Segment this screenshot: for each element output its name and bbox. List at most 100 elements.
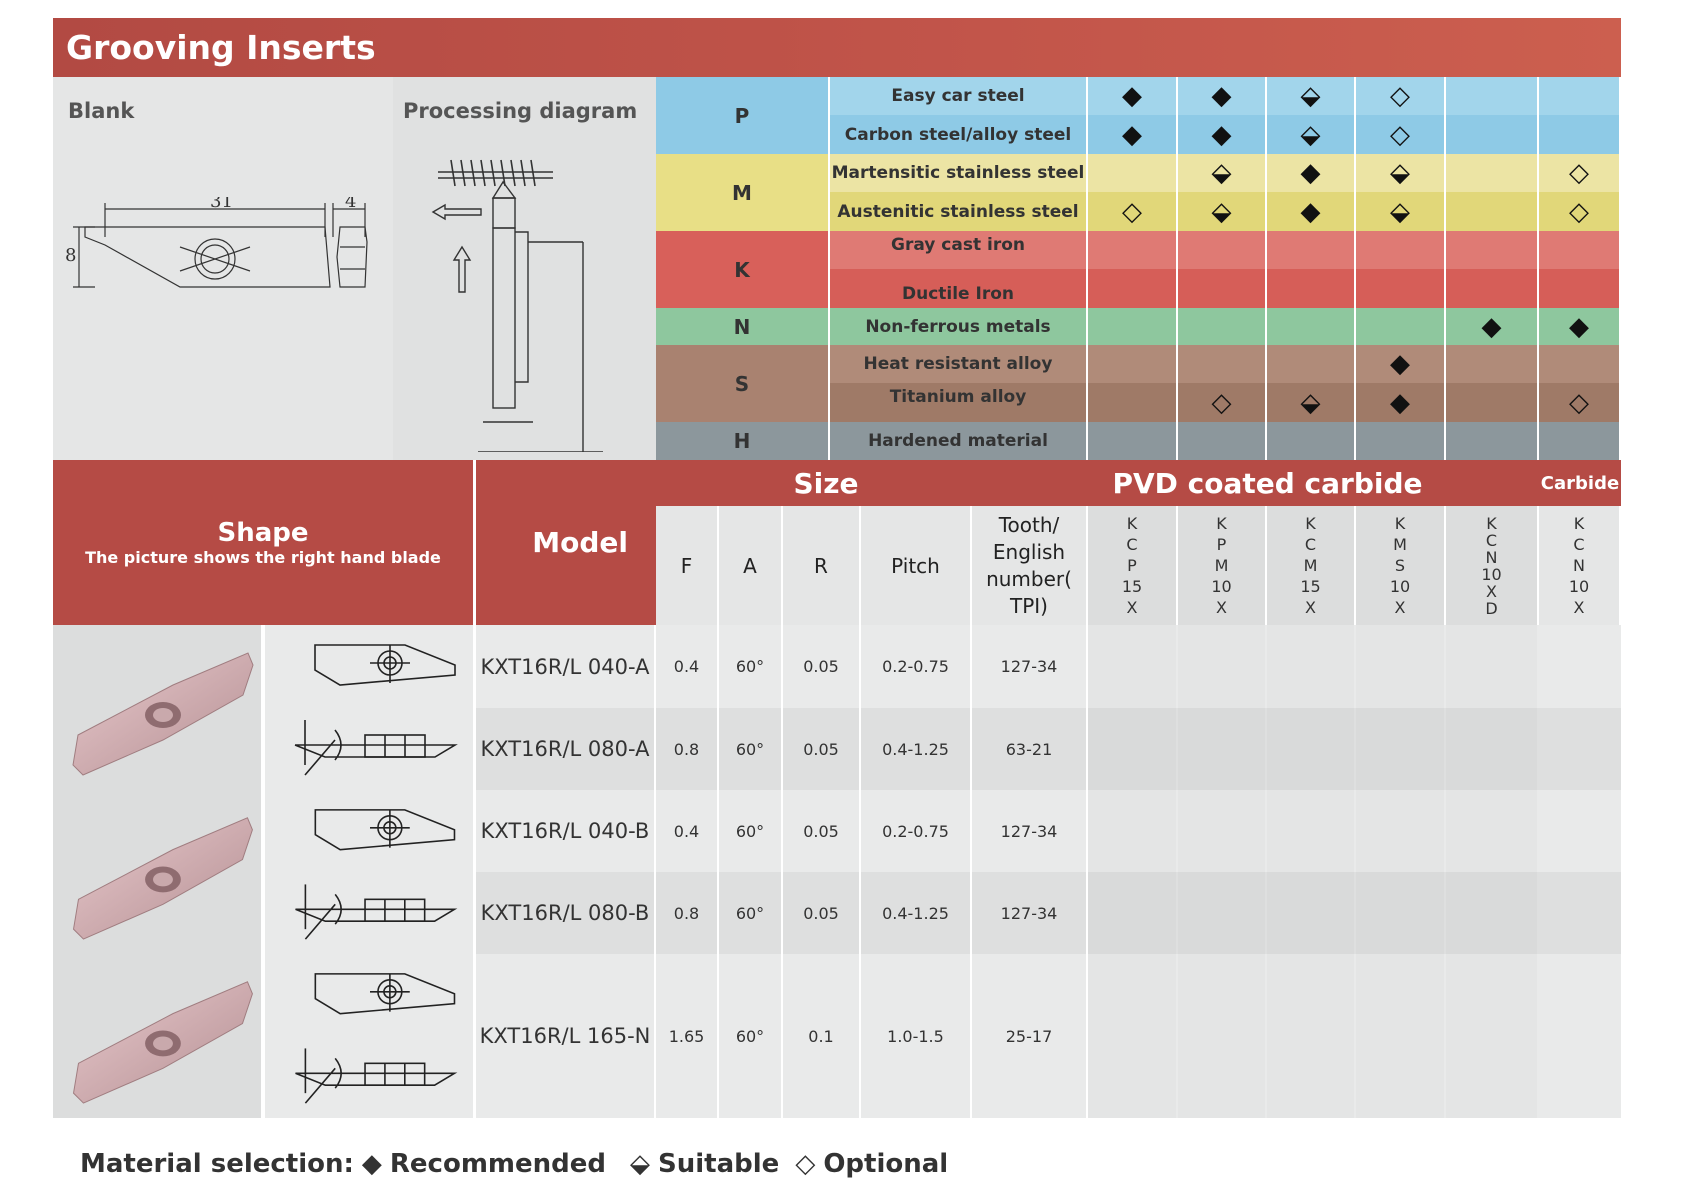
insert-drawing bbox=[265, 625, 475, 790]
material-heat-resistant: Heat resistant alloy bbox=[830, 345, 1086, 383]
carbide-header: Carbide bbox=[1539, 460, 1621, 506]
grade-code-char: C bbox=[1485, 530, 1498, 550]
grade-cell: ◇ bbox=[1539, 192, 1619, 231]
suitable-icon: ⬙ bbox=[1300, 81, 1321, 111]
model-cell: KXT16R/L 165-N bbox=[476, 954, 656, 1118]
recommended-icon: ◆ bbox=[1481, 311, 1502, 342]
grade-body-cell bbox=[1178, 625, 1265, 708]
grade-body-cell bbox=[1446, 872, 1537, 954]
grade-cell bbox=[1088, 345, 1176, 383]
grade-cell bbox=[1446, 345, 1537, 383]
legend-suitable: Suitable bbox=[658, 1149, 780, 1179]
grade-code-char: K bbox=[1216, 514, 1227, 533]
grade-body-cell bbox=[1178, 872, 1265, 954]
grade-code-char: 10 bbox=[1568, 577, 1590, 596]
insert-drawing bbox=[265, 954, 475, 1118]
group-p: P bbox=[656, 77, 828, 154]
suitable-icon: ⬙ bbox=[1390, 158, 1410, 188]
grade-code-char: M bbox=[1214, 556, 1229, 575]
page-title: Grooving Inserts bbox=[53, 18, 1621, 77]
material-gray-cast-iron: Gray cast iron bbox=[830, 231, 1086, 269]
grade-body-cell bbox=[1267, 708, 1354, 790]
grade-body-cell bbox=[1356, 625, 1444, 708]
grade-cell bbox=[1539, 422, 1619, 460]
col-a: A bbox=[719, 506, 783, 625]
material-hardened: Hardened material bbox=[830, 422, 1086, 460]
r-cell: 0.1 bbox=[783, 954, 861, 1118]
grade-cell bbox=[1446, 231, 1537, 269]
grade-cell bbox=[1088, 154, 1176, 192]
grade-body-cell bbox=[1088, 790, 1176, 872]
blank-dim-length: 31 bbox=[210, 197, 233, 212]
pitch-cell: 0.4-1.25 bbox=[861, 708, 972, 790]
model-cell: KXT16R/L 080-B bbox=[476, 872, 656, 954]
grade-cell bbox=[1446, 77, 1537, 115]
suitable-icon: ⬙ bbox=[1211, 158, 1232, 188]
grade-code-char: X bbox=[1573, 598, 1585, 617]
grade-body-cell bbox=[1178, 790, 1265, 872]
grade-body-cell bbox=[1178, 954, 1265, 1118]
grade-body-cell bbox=[1356, 708, 1444, 790]
grade-cell: ⬙ bbox=[1178, 154, 1265, 192]
optional-icon: ◇ bbox=[1390, 119, 1410, 150]
grade-cell bbox=[1088, 269, 1176, 308]
grade-cell: ◆ bbox=[1178, 115, 1265, 154]
insert-photo bbox=[53, 790, 263, 954]
table-row bbox=[476, 954, 1621, 1118]
optional-icon: ◇ bbox=[1211, 387, 1232, 418]
grade-code-char: 15 bbox=[1121, 577, 1143, 596]
suitable-icon: ⬙ bbox=[1300, 119, 1321, 150]
f-cell: 0.8 bbox=[656, 872, 719, 954]
grade-body-cell bbox=[1356, 954, 1444, 1118]
grade-body-cell bbox=[1539, 790, 1619, 872]
grade-body-cell bbox=[1267, 790, 1354, 872]
grade-cell: ◆ bbox=[1088, 115, 1176, 154]
grade-cell bbox=[1446, 269, 1537, 308]
grade-code-char: X bbox=[1216, 598, 1227, 617]
optional-icon: ◇ bbox=[1569, 196, 1589, 227]
grade-cell bbox=[1267, 345, 1354, 383]
group-s: S bbox=[656, 345, 828, 422]
col-f: F bbox=[656, 506, 719, 625]
grade-cell bbox=[1356, 231, 1444, 269]
grade-code-char: 10 bbox=[1211, 577, 1232, 596]
grade-code-char: C bbox=[1304, 535, 1317, 554]
grade-cell: ◆ bbox=[1356, 345, 1444, 383]
grade-cell bbox=[1088, 383, 1176, 422]
model-header: Model bbox=[476, 460, 656, 625]
grade-cell: ⬙ bbox=[1356, 154, 1444, 192]
grade-cell bbox=[1267, 308, 1354, 345]
legend-optional: Optional bbox=[823, 1149, 949, 1179]
blank-drawing: 31 4 8 bbox=[65, 197, 368, 288]
grade-cell: ◆ bbox=[1267, 192, 1354, 231]
insert-drawing bbox=[265, 790, 475, 954]
grade-cell bbox=[1267, 269, 1354, 308]
grade-code-char: C bbox=[1573, 535, 1585, 554]
grade-cell bbox=[1178, 269, 1265, 308]
blank-label: Blank bbox=[68, 99, 135, 123]
grade-code-char: X bbox=[1305, 598, 1316, 617]
col-tooth: Tooth/ English number( TPI) bbox=[972, 506, 1088, 625]
grade-body-cell bbox=[1539, 708, 1619, 790]
grade-cell bbox=[1539, 231, 1619, 269]
grade-body-cell bbox=[1539, 625, 1619, 708]
shape-title: Shape bbox=[217, 518, 309, 548]
grade-cell: ◇ bbox=[1356, 77, 1444, 115]
grade-code-char: N bbox=[1573, 556, 1585, 575]
optional-icon: ◇ bbox=[1122, 196, 1142, 227]
grade-cell bbox=[1356, 269, 1444, 308]
grade-code-char: D bbox=[1485, 598, 1498, 618]
grade-cell bbox=[1446, 192, 1537, 231]
grade-body-cell bbox=[1446, 625, 1537, 708]
grade-cell: ⬙ bbox=[1356, 192, 1444, 231]
pitch-cell: 0.4-1.25 bbox=[861, 872, 972, 954]
grade-body-cell bbox=[1446, 954, 1537, 1118]
grade-code-char: X bbox=[1126, 598, 1138, 617]
f-cell: 1.65 bbox=[656, 954, 719, 1118]
grade-cell bbox=[1539, 77, 1619, 115]
suitable-icon: ⬙ bbox=[1390, 196, 1410, 227]
blank-dim-width: 4 bbox=[345, 197, 356, 212]
grade-cell bbox=[1267, 422, 1354, 460]
